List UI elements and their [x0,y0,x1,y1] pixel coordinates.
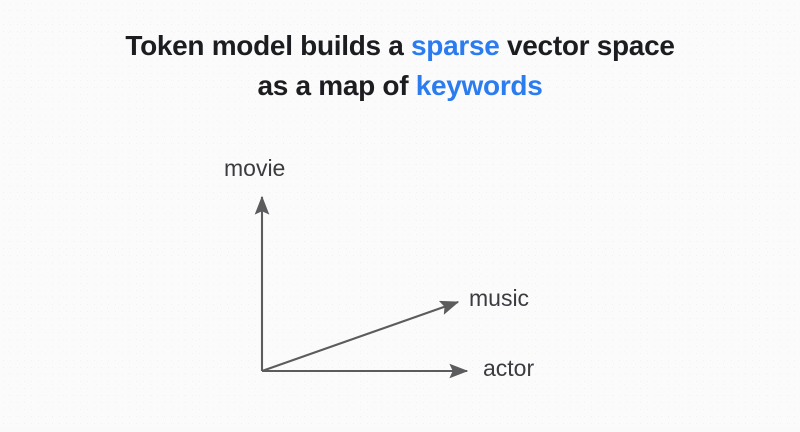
title-line-1-accent-sparse: sparse [411,30,500,61]
title-line-2-accent-keywords: keywords [415,70,543,101]
axis-arrow-music [261,300,460,372]
title-line-2: as a map of keywords [0,66,800,106]
title-line-2-part-1: as a map of [257,70,416,101]
title-line-1-part-2: vector space [499,30,675,61]
axis-label-music: music [469,285,530,311]
title-line-1: Token model builds a sparse vector space [0,26,800,66]
page-title: Token model builds a sparse vector space… [0,26,800,106]
title-line-1-part-1: Token model builds a [125,30,412,61]
axis-label-movie: movie [224,155,286,181]
axis-label-actor: actor [483,355,535,381]
